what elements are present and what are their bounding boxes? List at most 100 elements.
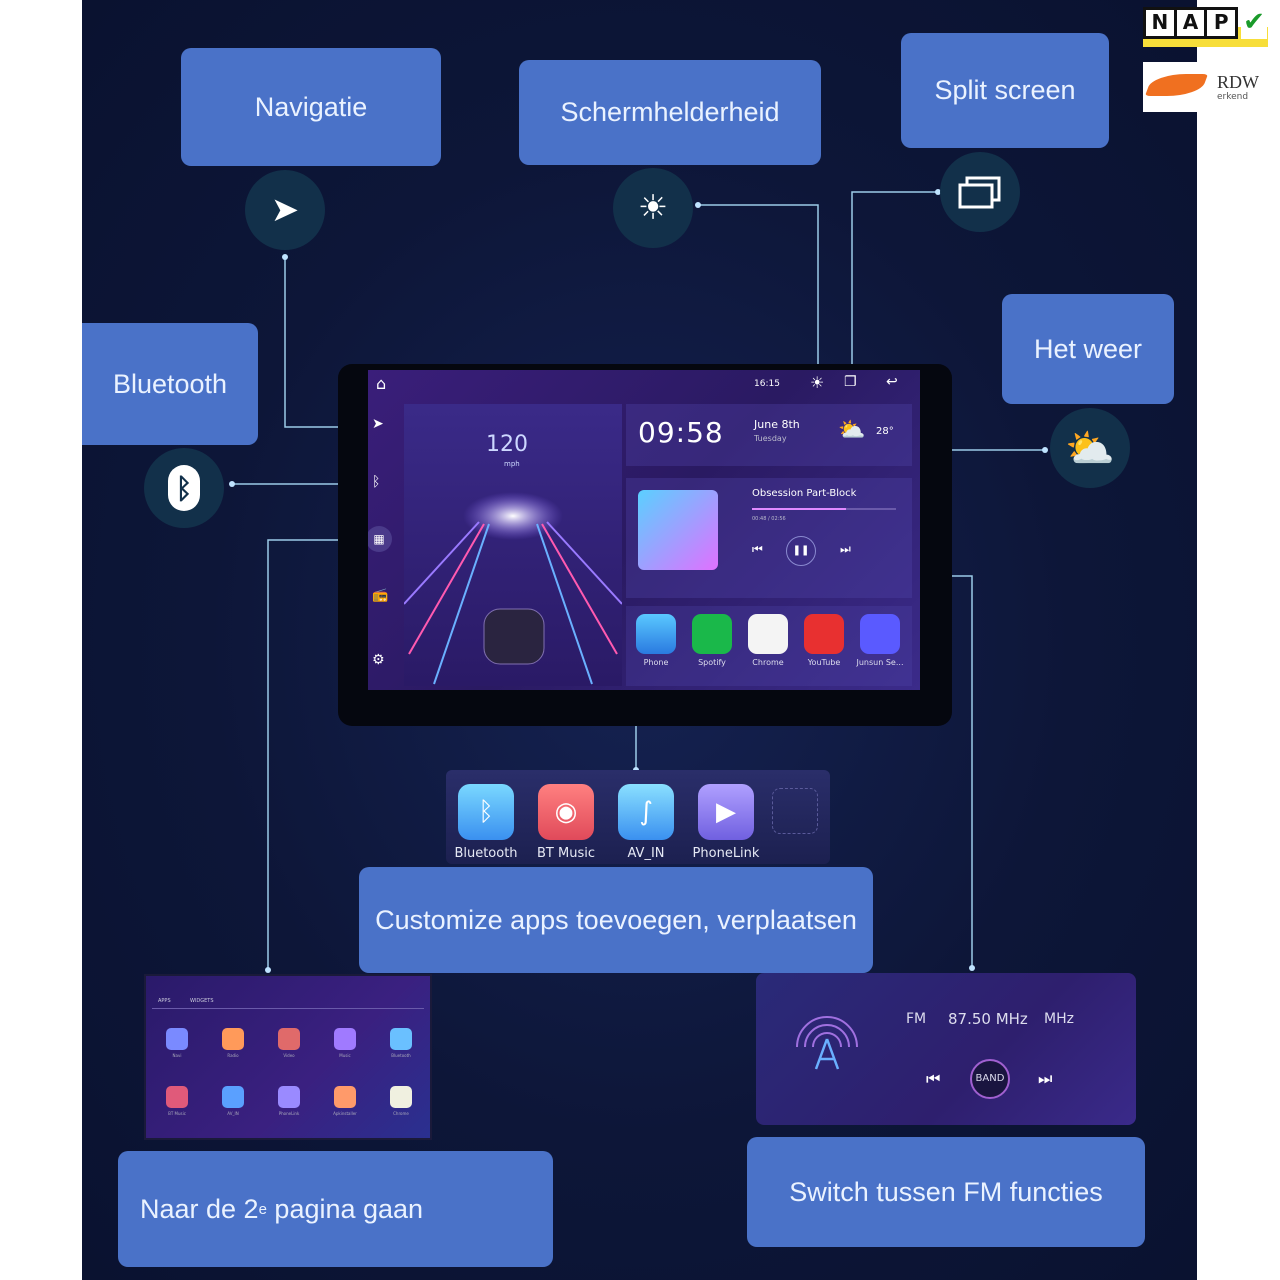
- custom-app-bluetooth[interactable]: ᛒ: [458, 784, 514, 840]
- brightness-button[interactable]: ☀: [810, 373, 825, 392]
- home-icon[interactable]: ⌂: [376, 374, 387, 393]
- back-button[interactable]: ↩: [886, 374, 898, 390]
- prev-track-button[interactable]: ⏮: [752, 542, 763, 556]
- song-time: 00:48 / 02:56: [752, 516, 786, 522]
- app-junsun[interactable]: [860, 614, 900, 654]
- dock-settings-icon[interactable]: ⚙: [372, 652, 385, 668]
- app-row: Phone Spotify Chrome YouTube Junsun Se..…: [626, 606, 912, 686]
- brightness-icon: ☀: [613, 168, 693, 248]
- label-fm-switch: Switch tussen FM functies: [747, 1137, 1145, 1247]
- album-art: [638, 490, 718, 570]
- empty-app-slot[interactable]: [772, 788, 818, 834]
- label-schermhelderheid: Schermhelderheid: [519, 60, 821, 165]
- band-button[interactable]: BAND: [970, 1059, 1010, 1099]
- next-track-button[interactable]: ⏭: [840, 542, 851, 556]
- nap-badge: N A P ✔: [1143, 5, 1268, 55]
- radio-prev-button[interactable]: ⏮: [926, 1069, 941, 1088]
- speed-unit: mph: [504, 460, 520, 468]
- app-label: Spotify: [698, 658, 726, 667]
- app-label: Phone: [643, 658, 669, 667]
- rdw-sub: erkend: [1217, 92, 1249, 102]
- app-youtube[interactable]: [804, 614, 844, 654]
- app-label: Chrome: [752, 658, 784, 667]
- brightness-connector: [698, 204, 819, 378]
- page2-app-label: Bluetooth: [391, 1053, 411, 1058]
- check-icon: ✔: [1241, 7, 1267, 39]
- radio-band: FM: [906, 1011, 927, 1027]
- label-bluetooth: Bluetooth: [82, 323, 258, 445]
- app-phone[interactable]: [636, 614, 676, 654]
- weather-small-icon: ⛅: [838, 418, 866, 443]
- page2-app-icon[interactable]: [166, 1028, 188, 1050]
- label-het-weer: Het weer: [1002, 294, 1174, 404]
- custom-app-phonelink[interactable]: ▶: [698, 784, 754, 840]
- temperature: 28°: [876, 426, 894, 437]
- music-widget[interactable]: Obsession Part-Block 00:48 / 02:56 ⏮ ❚❚ …: [626, 478, 912, 598]
- page2-app-label: Music: [339, 1053, 351, 1058]
- custom-app-label: Bluetooth: [454, 846, 518, 861]
- tab-divider: [152, 1008, 424, 1009]
- nap-letter: A: [1176, 10, 1205, 36]
- rdw-badge: RDW erkend: [1143, 62, 1268, 112]
- page2-app-icon[interactable]: [222, 1086, 244, 1108]
- app-chrome[interactable]: [748, 614, 788, 654]
- head-unit-screen: ⌂ 16:15 ☀ ❐ ↩ ➤ ᛒ ▦ 📻 ⚙ 120 mph 09:58 Ju…: [368, 370, 920, 690]
- label-customize: Customize apps toevoegen, verplaatsen: [359, 867, 873, 973]
- label-page2-prefix: Naar de 2: [140, 1193, 259, 1224]
- road-lights-icon: [404, 492, 622, 685]
- page2-app-icon[interactable]: [222, 1028, 244, 1050]
- page2-app-label: Navi: [172, 1053, 182, 1058]
- status-time: 16:15: [754, 379, 780, 389]
- page2-app-label: PhoneLink: [278, 1111, 300, 1116]
- nap-letter: P: [1207, 10, 1236, 36]
- nap-letter: N: [1146, 10, 1174, 36]
- label-navigatie: Navigatie: [181, 48, 441, 166]
- page2-tab-widgets[interactable]: WIDGETS: [190, 998, 214, 1004]
- clock-weekday: Tuesday: [754, 434, 787, 443]
- custom-app-bt-music[interactable]: ◉: [538, 784, 594, 840]
- split-connector: [851, 191, 938, 378]
- radio-unit: MHz: [1044, 1011, 1074, 1027]
- bluetooth-icon: ᛒ: [144, 448, 224, 528]
- page2-screen: APPS WIDGETS Navi Radio Video Music Blue…: [144, 974, 432, 1140]
- page2-app-icon[interactable]: [278, 1086, 300, 1108]
- clock-widget[interactable]: 09:58 June 8th Tuesday ⛅ 28°: [626, 404, 912, 466]
- label-page2-suffix: pagina gaan: [266, 1193, 424, 1224]
- navigation-icon: ➤: [245, 170, 325, 250]
- split-screen-icon: [940, 152, 1020, 232]
- page2-app-label: BT Music: [168, 1111, 186, 1116]
- pause-button[interactable]: ❚❚: [786, 536, 816, 566]
- radio-frequency: 87.50 MHz: [948, 1010, 1028, 1028]
- song-progress[interactable]: [752, 508, 896, 510]
- page2-app-icon[interactable]: [390, 1086, 412, 1108]
- radio-tower-icon: [796, 1016, 858, 1070]
- page2-app-icon[interactable]: [278, 1028, 300, 1050]
- song-title: Obsession Part-Block: [752, 488, 857, 499]
- page2-app-icon[interactable]: [334, 1028, 356, 1050]
- rdw-logo-icon: [1144, 74, 1209, 96]
- car-icon: [483, 608, 545, 665]
- page2-tab-apps[interactable]: APPS: [158, 998, 171, 1004]
- dock-apps-button[interactable]: ▦: [368, 526, 392, 552]
- page2-app-label: Apkinstaller: [333, 1111, 357, 1116]
- speed-value: 120: [486, 432, 528, 457]
- page2-app-icon[interactable]: [166, 1086, 188, 1108]
- custom-app-av-in[interactable]: ∫: [618, 784, 674, 840]
- dock-bluetooth-icon[interactable]: ᛒ: [372, 474, 381, 490]
- dock-navigation-icon[interactable]: ➤: [372, 416, 384, 432]
- page2-app-icon[interactable]: [390, 1028, 412, 1050]
- app-spotify[interactable]: [692, 614, 732, 654]
- clock-time: 09:58: [638, 416, 724, 449]
- custom-app-label: AV_IN: [627, 846, 665, 861]
- split-screen-button[interactable]: ❐: [844, 374, 857, 390]
- radio-next-button[interactable]: ⏭: [1038, 1069, 1053, 1088]
- page2-app-icon[interactable]: [334, 1086, 356, 1108]
- page2-app-label: Chrome: [393, 1111, 409, 1116]
- app-label: YouTube: [807, 658, 841, 667]
- custom-app-label: BT Music: [537, 846, 595, 861]
- speed-widget[interactable]: 120 mph: [404, 404, 622, 686]
- dock-radio-icon[interactable]: 📻: [372, 588, 389, 603]
- rdw-text: RDW: [1217, 72, 1259, 92]
- weather-icon: ⛅: [1050, 408, 1130, 488]
